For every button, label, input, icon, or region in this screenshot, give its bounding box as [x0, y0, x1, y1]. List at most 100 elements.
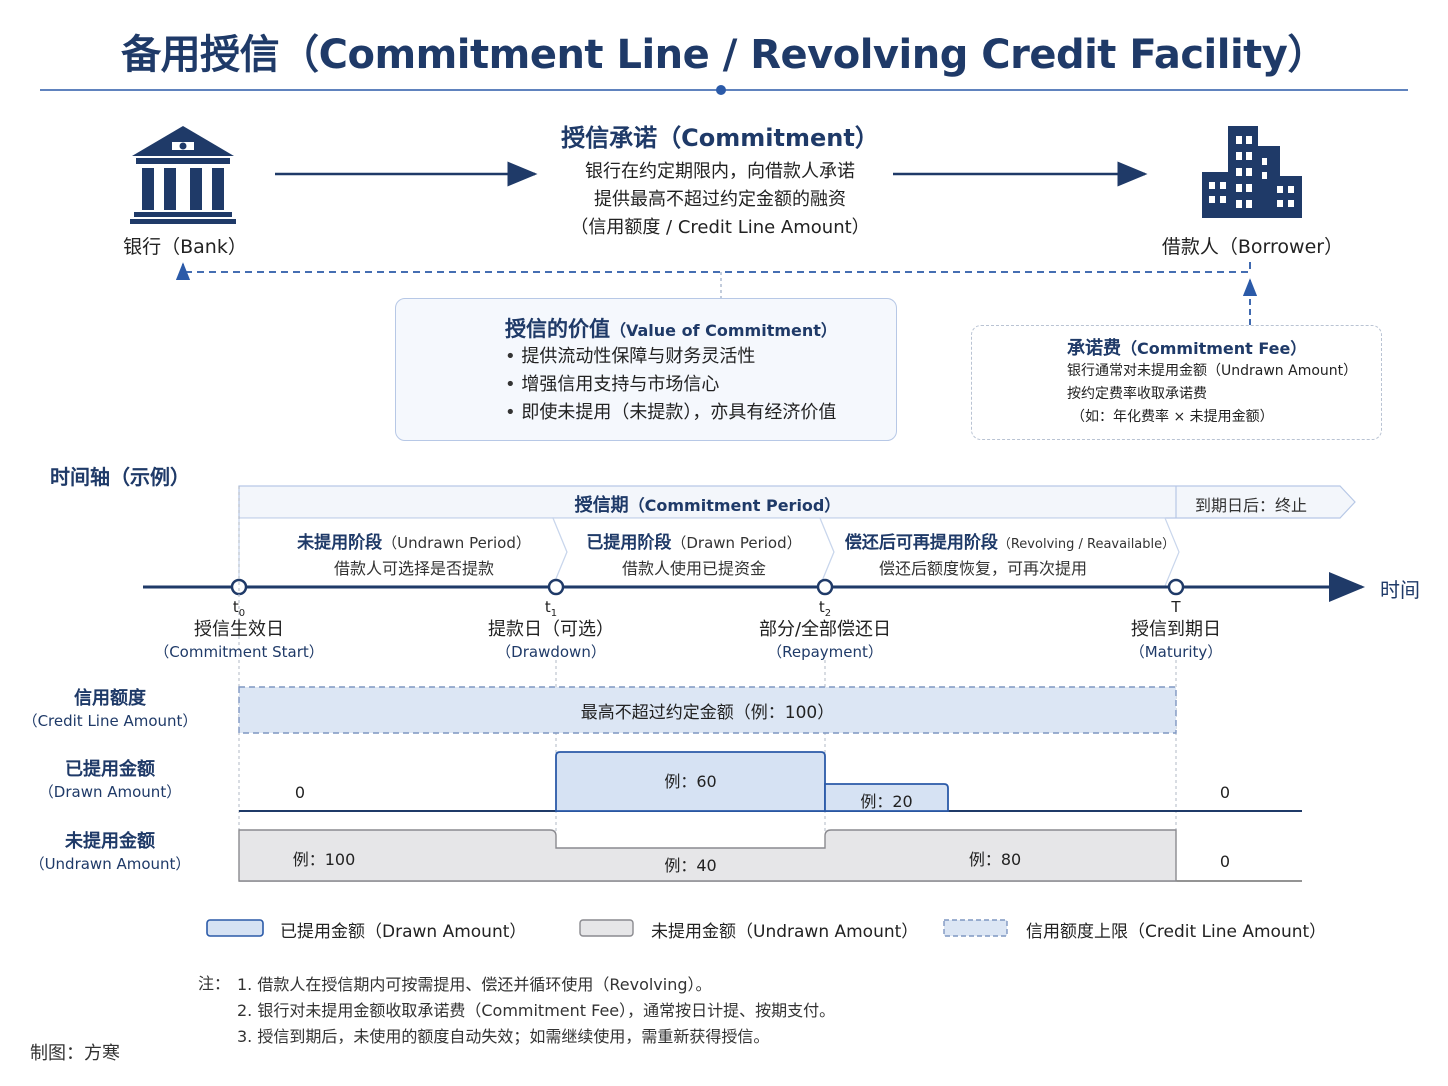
point-T — [1167, 578, 1185, 596]
row-label-credit: 信用额度 （Credit Line Amount） — [20, 684, 200, 731]
tick-sub: 0 — [238, 608, 246, 619]
point-t1-label: t1 提款日（可选） （Drawdown） — [451, 598, 651, 662]
row-label-zh: 信用额度 — [74, 688, 146, 709]
point-zh: 授信生效日 — [194, 619, 284, 640]
phase-undrawn-desc: 借款人可选择是否提款 — [333, 559, 494, 578]
tick-label: T — [1171, 598, 1181, 616]
commitment-line: （信用额度 / Credit Line Amount） — [570, 217, 870, 238]
commitment-description: 银行在约定期限内，向借款人承诺 提供最高不超过约定金额的融资 （信用额度 / C… — [540, 158, 900, 242]
value-box-title-en: （Value of Commitment） — [610, 321, 837, 340]
legend-swatch-undrawn — [579, 919, 634, 937]
point-en: （Maturity） — [1129, 643, 1223, 661]
undrawn-end-value: 0 — [1219, 852, 1231, 871]
fee-box-title: 承诺费（Commitment Fee） — [1067, 334, 1306, 360]
phase-zh: 未提用阶段 — [297, 533, 383, 553]
tick-sub: 2 — [824, 608, 832, 619]
fee-box-title-zh: 承诺费 — [1067, 338, 1121, 359]
phase-drawn-title: 已提用阶段（Drawn Period） — [556, 528, 832, 553]
point-zh: 授信到期日 — [1131, 619, 1221, 640]
note-item: 2. 银行对未提用金额收取承诺费（Commitment Fee），通常按日计提、… — [237, 1001, 836, 1020]
point-t0-label: t0 授信生效日 （Commitment Start） — [139, 598, 339, 662]
fee-box-description: 银行通常对未提用金额（Undrawn Amount） 按约定费率收取承诺费 （如… — [1067, 360, 1357, 429]
notes-prefix: 注： — [198, 974, 231, 993]
title-divider-dot — [716, 85, 726, 95]
value-item: 即使未提用（未提款），亦具有经济价值 — [505, 399, 836, 427]
drawn-bar-60 — [555, 751, 826, 812]
tick-sub: 1 — [550, 608, 558, 619]
commitment-fee-box — [971, 325, 1382, 440]
row-label-en: （Credit Line Amount） — [22, 712, 198, 730]
phase-zh: 偿还后可再提用阶段 — [844, 533, 998, 553]
value-box-title: 授信的价值（Value of Commitment） — [505, 313, 837, 343]
author-credit: 制图：方寒 — [30, 1043, 120, 1064]
legend-swatch-credit — [943, 919, 1008, 937]
point-en: （Drawdown） — [496, 643, 606, 661]
tick-label: t — [232, 598, 239, 616]
row-label-en: （Drawn Amount） — [38, 783, 182, 801]
commitment-line: 银行在约定期限内，向借款人承诺 — [585, 161, 855, 182]
phase-en: （Revolving / Reavailable） — [997, 537, 1176, 552]
period-en: （Commitment Period） — [628, 496, 841, 515]
point-t1 — [547, 578, 565, 596]
credit-line-text: 最高不超过约定金额（例：100） — [580, 703, 835, 723]
phase-revolving-title: 偿还后可再提用阶段（Revolving / Reavailable） — [835, 528, 1185, 553]
drawn-start-value: 0 — [294, 783, 306, 802]
value-box-title-zh: 授信的价值 — [505, 317, 610, 341]
undrawn-value-80: 例：80 — [968, 850, 1022, 869]
point-t2 — [816, 578, 834, 596]
point-en: （Commitment Start） — [154, 643, 324, 661]
fee-line: 银行通常对未提用金额（Undrawn Amount） — [1067, 363, 1358, 379]
after-maturity-label: 到期日后：终止 — [1194, 496, 1307, 515]
fee-line: 按约定费率收取承诺费 — [1067, 386, 1207, 402]
period-zh: 授信期 — [574, 495, 629, 516]
undrawn-area — [238, 829, 1177, 882]
row-label-zh: 未提用金额 — [65, 831, 155, 852]
row-label-undrawn: 未提用金额 （Undrawn Amount） — [20, 827, 200, 874]
legend-drawn-label: 已提用金额（Drawn Amount） — [280, 922, 527, 942]
commitment-period-label: 授信期（Commitment Period） — [239, 491, 1176, 517]
row-label-drawn: 已提用金额 （Drawn Amount） — [20, 755, 200, 802]
phase-undrawn-title: 未提用阶段（Undrawn Period） — [239, 528, 589, 553]
point-T-label: T 授信到期日 （Maturity） — [1076, 598, 1276, 662]
fee-box-title-en: （Commitment Fee） — [1121, 339, 1307, 358]
phase-en: （Undrawn Period） — [382, 534, 531, 552]
undrawn-value-40: 例：40 — [664, 856, 717, 875]
phase-zh: 已提用阶段 — [586, 533, 672, 553]
notes-list: 1. 借款人在授信期内可按需提用、偿还并循环使用（Revolving）。 2. … — [237, 972, 835, 1050]
row-label-zh: 已提用金额 — [65, 759, 155, 780]
commitment-line: 提供最高不超过约定金额的融资 — [594, 189, 846, 210]
point-en: （Repayment） — [767, 643, 883, 661]
time-axis-label: 时间 — [1380, 578, 1420, 602]
tick-label: t — [544, 598, 551, 616]
phase-drawn-desc: 借款人使用已提资金 — [621, 559, 766, 578]
timeline-heading: 时间轴（示例） — [50, 465, 190, 489]
building-icon — [1202, 126, 1302, 218]
credit-line-bar — [238, 686, 1177, 734]
fee-return-dashed-arrow — [175, 262, 1251, 281]
point-zh: 提款日（可选） — [488, 619, 614, 640]
bank-icon — [130, 126, 236, 224]
bank-label: 银行（Bank） — [123, 236, 247, 258]
tick-label: t — [818, 598, 825, 616]
time-axis-points — [230, 578, 1185, 596]
borrower-label: 借款人（Borrower） — [1161, 236, 1344, 258]
value-item: 提供流动性保障与财务灵活性 — [505, 343, 836, 371]
drawn-value-60: 例：60 — [664, 772, 717, 791]
drawn-end-value: 0 — [1219, 783, 1231, 802]
fee-line: （如：年化费率 × 未提用金额） — [1071, 409, 1274, 425]
phase-revolving-desc: 偿还后额度恢复，可再次提用 — [878, 559, 1087, 578]
commitment-title: 授信承诺（Commitment） — [561, 124, 879, 152]
row-label-en: （Undrawn Amount） — [29, 855, 191, 873]
phase-en: （Drawn Period） — [671, 534, 802, 552]
drawn-bar-20 — [824, 783, 949, 812]
note-item: 1. 借款人在授信期内可按需提用、偿还并循环使用（Revolving）。 — [237, 975, 712, 994]
value-item: 增强信用支持与市场信心 — [505, 371, 836, 399]
page-title: 备用授信（Commitment Line / Revolving Credit … — [121, 32, 1327, 78]
value-box-list: 提供流动性保障与财务灵活性 增强信用支持与市场信心 即使未提用（未提款），亦具有… — [505, 343, 836, 427]
legend-undrawn-label: 未提用金额（Undrawn Amount） — [651, 922, 919, 942]
legend-credit-label: 信用额度上限（Credit Line Amount） — [1026, 922, 1327, 942]
point-t2-label: t2 部分/全部偿还日 （Repayment） — [720, 598, 930, 662]
drawn-value-20: 例：20 — [860, 792, 913, 811]
undrawn-value-100: 例：100 — [292, 850, 356, 869]
point-zh: 部分/全部偿还日 — [758, 619, 892, 640]
